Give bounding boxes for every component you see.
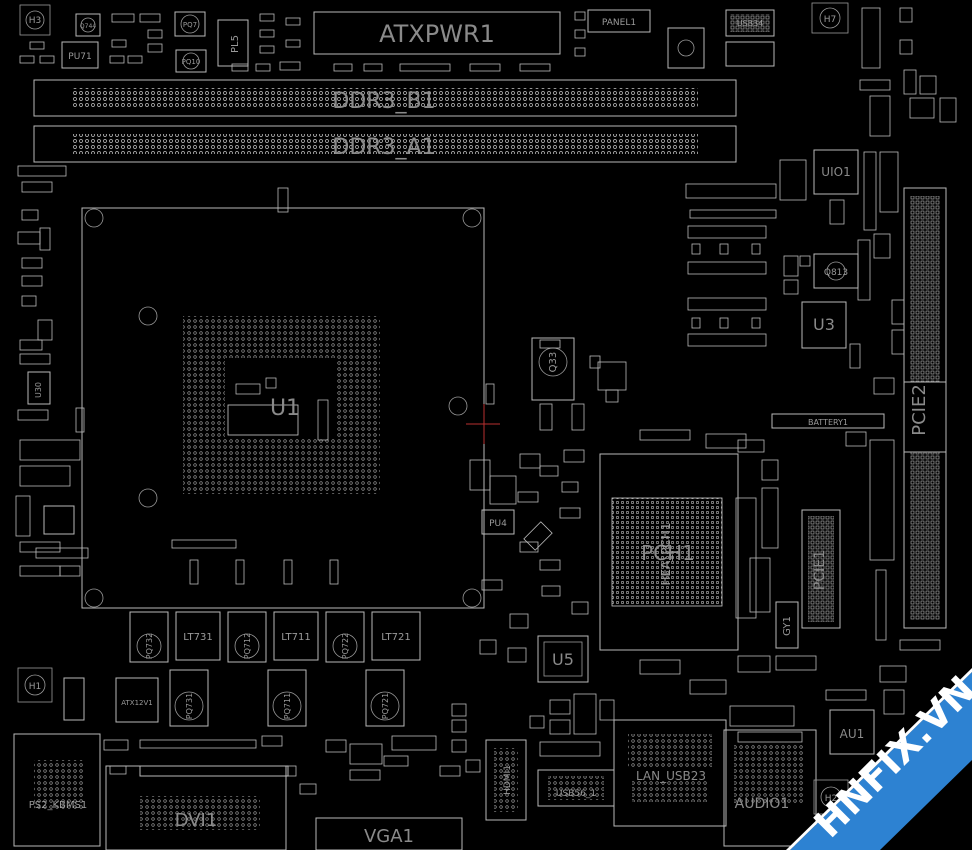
pq712-label: PQ712 [243,633,252,659]
ps2-label: PS2_KBMS1 [29,800,88,811]
pcie1-label: PCIE1 [812,550,828,590]
audio1-port: AUDIO1 [723,729,817,847]
battery-label: BATTERY1 [808,418,848,427]
hea-pch1-label: HEA_PCH1 [659,522,673,585]
uio1-chip: UIO1 [813,149,859,195]
au1-label: AU1 [840,727,865,741]
ddr3-a1-slot: DDR3_A1 [33,125,737,163]
lan-usb23-port: LAN_USB23 [613,719,727,827]
pq711-label: PQ711 [283,693,292,719]
pq721-label: PQ721 [381,693,390,719]
pq10-transistor: PQ10 [175,49,207,73]
pu4-label: PU4 [489,519,507,529]
dvi-pin-header [139,765,289,777]
pu71-regulator: PU71 [61,41,99,69]
gy1-crystal: GY1 [775,601,799,649]
u30-chip: U30 [27,371,51,405]
bottom-left-cap [63,677,85,721]
u3-chip: U3 [801,301,847,349]
mount-hole-h7: H7 [811,2,849,34]
pu4-chip: PU4 [481,509,515,535]
lt721-label: LT721 [381,632,410,643]
q744-transistor: Q744 [75,13,101,37]
u1-label: U1 [270,396,300,421]
hdmi-port: HDMI1 [485,739,527,821]
u5-chip: U5 [537,635,589,683]
h2-label: H2 [825,794,838,804]
atxpwr1-label: ATXPWR1 [379,20,495,48]
hdmi-label: HDMI1 [503,765,513,795]
ps2-kbms-port: PS2_KBMS1 [13,733,101,847]
q813-label: Q813 [824,268,848,278]
dvi-label: DVI1 [175,810,218,831]
h1-label: H1 [29,682,42,692]
audio-label: AUDIO1 [735,796,790,812]
cursor-crosshair [466,404,500,444]
pq722-label: PQ722 [341,633,350,659]
usb34-header: USB34 [725,9,775,37]
pcie1-slot: PCIE1 [801,509,841,629]
pch1-label: PCH1 [641,541,695,565]
ddr3-b1-slot: DDR3_B1 [33,79,737,117]
lt711-label: LT711 [281,632,310,643]
ddr3-a1-label: DDR3_A1 [332,135,435,160]
right-passives [639,151,905,561]
h7-label: H7 [824,15,837,25]
pu71-label: PU71 [68,52,91,62]
panel1-header: PANEL1 [587,9,651,33]
battery1: BATTERY1 [771,413,885,429]
top-passives [19,13,301,72]
pq731-label: PQ731 [185,693,194,719]
atx12v1-label: ATX12V1 [121,699,152,707]
vga-label: VGA1 [364,826,414,847]
usb56-port: USB56_1 [537,769,615,807]
atxpwr1-connector: ATXPWR1 [313,11,561,55]
gy1-label: GY1 [782,616,793,636]
mount-hole-h3: H3 [19,4,51,36]
ddr3-b1-label: DDR3_B1 [332,89,435,114]
pcie2-label: PCIE2 [909,384,930,436]
mount-hole-h1: H1 [17,667,53,703]
vga-port: VGA1 [315,817,463,850]
uio1-label: UIO1 [821,165,850,179]
u3-label: U3 [813,315,835,334]
u30-label: U30 [34,382,43,398]
lpc-chip [43,505,75,535]
pq-top-right [667,27,705,69]
pch1-chip: PCH1 HEA_PCH1 [599,453,739,651]
pl5-label: PL5 [230,35,241,53]
mid-passives [469,339,779,663]
pl5-inductor: PL5 [217,19,249,67]
h3-label: H3 [29,16,42,26]
bottom-passives [103,569,941,795]
u5-label: U5 [552,650,574,669]
pcie2-slot: PCIE2 [903,187,947,629]
usb-header-2 [725,41,775,67]
vrm-components: PQ732 LT731 PQ712 LT711 PQ722 LT721 PQ73… [115,611,421,727]
pq10-label: PQ10 [182,58,201,66]
atx-side-passives [333,11,586,72]
lt731-label: LT731 [183,632,212,643]
q33-label: Q33 [548,352,559,373]
panel1-label: PANEL1 [602,18,636,28]
pq7-label: PQ7 [183,21,197,29]
right-top-column [859,7,957,137]
usb34-label: USB34 [737,19,764,28]
lan-label: LAN_USB23 [636,769,706,783]
usb56-label: USB56_1 [556,789,596,799]
left-passives [15,165,89,577]
pq732-label: PQ732 [145,633,154,659]
q744-label: Q744 [80,23,96,30]
pq7-transistor: PQ7 [174,11,206,37]
au1-chip: AU1 [829,709,875,755]
